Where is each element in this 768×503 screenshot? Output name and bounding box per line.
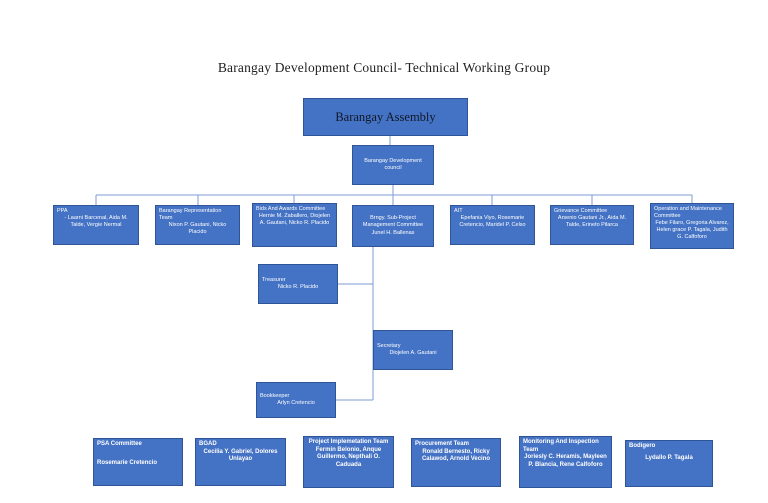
org-node-barangay-representation-team: Barangay Representation Team Nixon P. Ga… (155, 205, 240, 245)
org-node-bodigero: Bodigero Lydallo P. Tagala (625, 440, 713, 487)
node-title: Bodigero (629, 443, 656, 449)
org-node-bgad: BGAD Cecilia Y. Gabriel, Dolores Unlayao (195, 438, 286, 486)
node-title: Barangay Development council (364, 157, 422, 171)
node-members: Rosemarie Cretencio (97, 459, 158, 466)
node-members: Febe Filaro, Gregoria Alvarez, Helen gra… (655, 220, 729, 241)
org-node-psa-committee: PSA Committee Rosemarie Cretencio (93, 438, 183, 486)
node-title: BGAD (199, 441, 217, 447)
org-node-barangay-development-council: Barangay Development council (352, 145, 434, 185)
org-node-bookkeeper: Bookkeeper Arlyn Cretencio (256, 382, 336, 418)
node-label: Barangay Assembly (335, 110, 436, 124)
node-title: Grievance Committee (554, 208, 608, 214)
node-members: Epefania Viyo, Rosemarie Cretencio, Mari… (459, 215, 526, 229)
org-node-bids-and-awards-committee: Bids And Awards Committee Hernie M. Zaba… (252, 203, 337, 247)
org-node-brngy-sub-project-management-committee: Brngy. Sub-Project Management Committee … (352, 205, 434, 247)
node-members: Arlyn Cretencio (277, 400, 315, 406)
node-title: AIT (454, 208, 463, 214)
node-members: - Laarni Barcenal, Aida M. Talde, Vergie… (64, 215, 128, 229)
node-title: Monitoring And Inspection Team (523, 439, 599, 453)
org-node-ppa: PPA - Laarni Barcenal, Aida M. Talde, Ve… (53, 205, 139, 245)
node-title: Bookkeeper (260, 392, 290, 399)
node-members: Joriesly C. Heramis, Mayleen P. Blancia,… (524, 454, 607, 469)
org-node-procurement-team: Procurement Team Ronald Bernesto, Ricky … (411, 438, 501, 487)
node-title: Brngy. Sub-Project Management Committee (362, 215, 424, 229)
node-members: Arsenio Gautani Jr., Aida M. Talde, Erin… (557, 215, 627, 229)
node-title: PPA (57, 208, 68, 214)
org-node-project-implementation-team: Project Implemetation Team Fermin Beloni… (303, 436, 394, 488)
node-members: Junel H. Ballenas (371, 229, 415, 236)
node-title: Project Implemetation Team (308, 439, 389, 445)
node-members: Fermin Belonio, Anque Guillermo, Nepthal… (315, 446, 382, 469)
node-members: Cecilia Y. Gabriel, Dolores Unlayao (203, 448, 278, 463)
node-members: Ronald Bernesto, Ricky Calawod, Arnold V… (421, 448, 491, 463)
node-members: Hernie M. Zaballero, Diojelen A. Gautani… (258, 213, 331, 227)
org-node-ait: AIT Epefania Viyo, Rosemarie Cretencio, … (450, 205, 535, 245)
org-node-grievance-committee: Grievance Committee Arsenio Gautani Jr.,… (550, 205, 634, 245)
node-title: Secretary (377, 342, 401, 349)
node-title: Procurement Team (415, 441, 469, 447)
node-members: Diojelen A. Gautani (389, 350, 437, 356)
org-node-operation-and-maintenance-committee: Operation and Maintenance Committee Febe… (650, 203, 734, 249)
node-members: Lydallo P. Tagala (645, 454, 693, 461)
page-title: Barangay Development Council- Technical … (217, 60, 551, 75)
node-title: Operation and Maintenance Committee (654, 206, 722, 220)
node-title: Treasurer (262, 276, 286, 283)
org-node-monitoring-and-inspection-team: Monitoring And Inspection Team Joriesly … (519, 436, 612, 488)
node-title: PSA Committee (97, 441, 142, 447)
node-members: Nixon P. Gautani, Nicko Placido (168, 222, 227, 236)
node-members: Nicko R. Placido (277, 284, 319, 290)
org-node-treasurer: Treasurer Nicko R. Placido (258, 264, 338, 304)
org-node-barangay-assembly: Barangay Assembly (303, 98, 468, 136)
org-node-secretary: Secretary Diojelen A. Gautani (373, 330, 453, 370)
node-title: Bids And Awards Committee (256, 206, 326, 212)
node-title: Barangay Representation Team (159, 208, 222, 222)
